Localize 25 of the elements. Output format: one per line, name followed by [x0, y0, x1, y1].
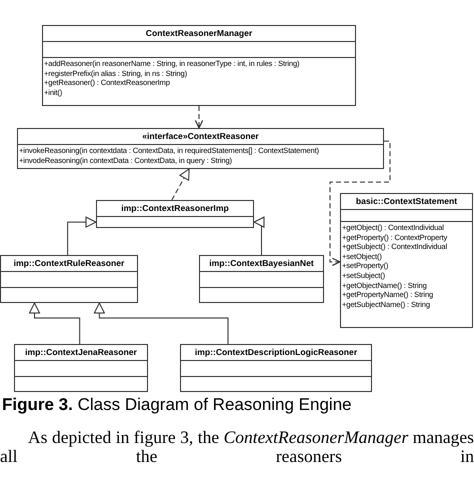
class-name: ContextReasonerManager [43, 26, 355, 42]
class-name: imp::ContextDescriptionLogicReasoner [181, 345, 371, 361]
class-name: imp::ContextBayesianNet [200, 256, 323, 272]
generalization-arrow [94, 302, 228, 344]
class-box [340, 193, 473, 328]
generalization-arrow [29, 302, 80, 344]
realization-arrow [171, 168, 190, 200]
class-box [199, 255, 324, 303]
dependency-arrow [330, 140, 390, 266]
dependency-arrow [194, 106, 204, 129]
class-box [96, 200, 254, 228]
generalization-arrow [254, 216, 264, 256]
class-name: imp::ContextReasonerImp [97, 201, 253, 217]
generalization-arrow [67, 216, 96, 256]
class-box [0, 255, 138, 303]
class-name: imp::ContextRuleReasoner [1, 256, 137, 272]
class-box [17, 128, 384, 169]
class-box [180, 344, 372, 392]
class-box [14, 344, 148, 392]
class-name: basic::ContextStatement [341, 194, 472, 210]
class-name: «interface»ContextReasoner [18, 129, 383, 145]
class-name: imp::ContextJenaReasoner [15, 345, 147, 361]
body-paragraph: As depicted in figure 3, the ContextReasonerManager manages all the reasoners in [0, 428, 474, 466]
figure-caption: Figure 3. Class Diagram of Reasoning Engine [2, 395, 352, 415]
class-box [42, 25, 356, 106]
